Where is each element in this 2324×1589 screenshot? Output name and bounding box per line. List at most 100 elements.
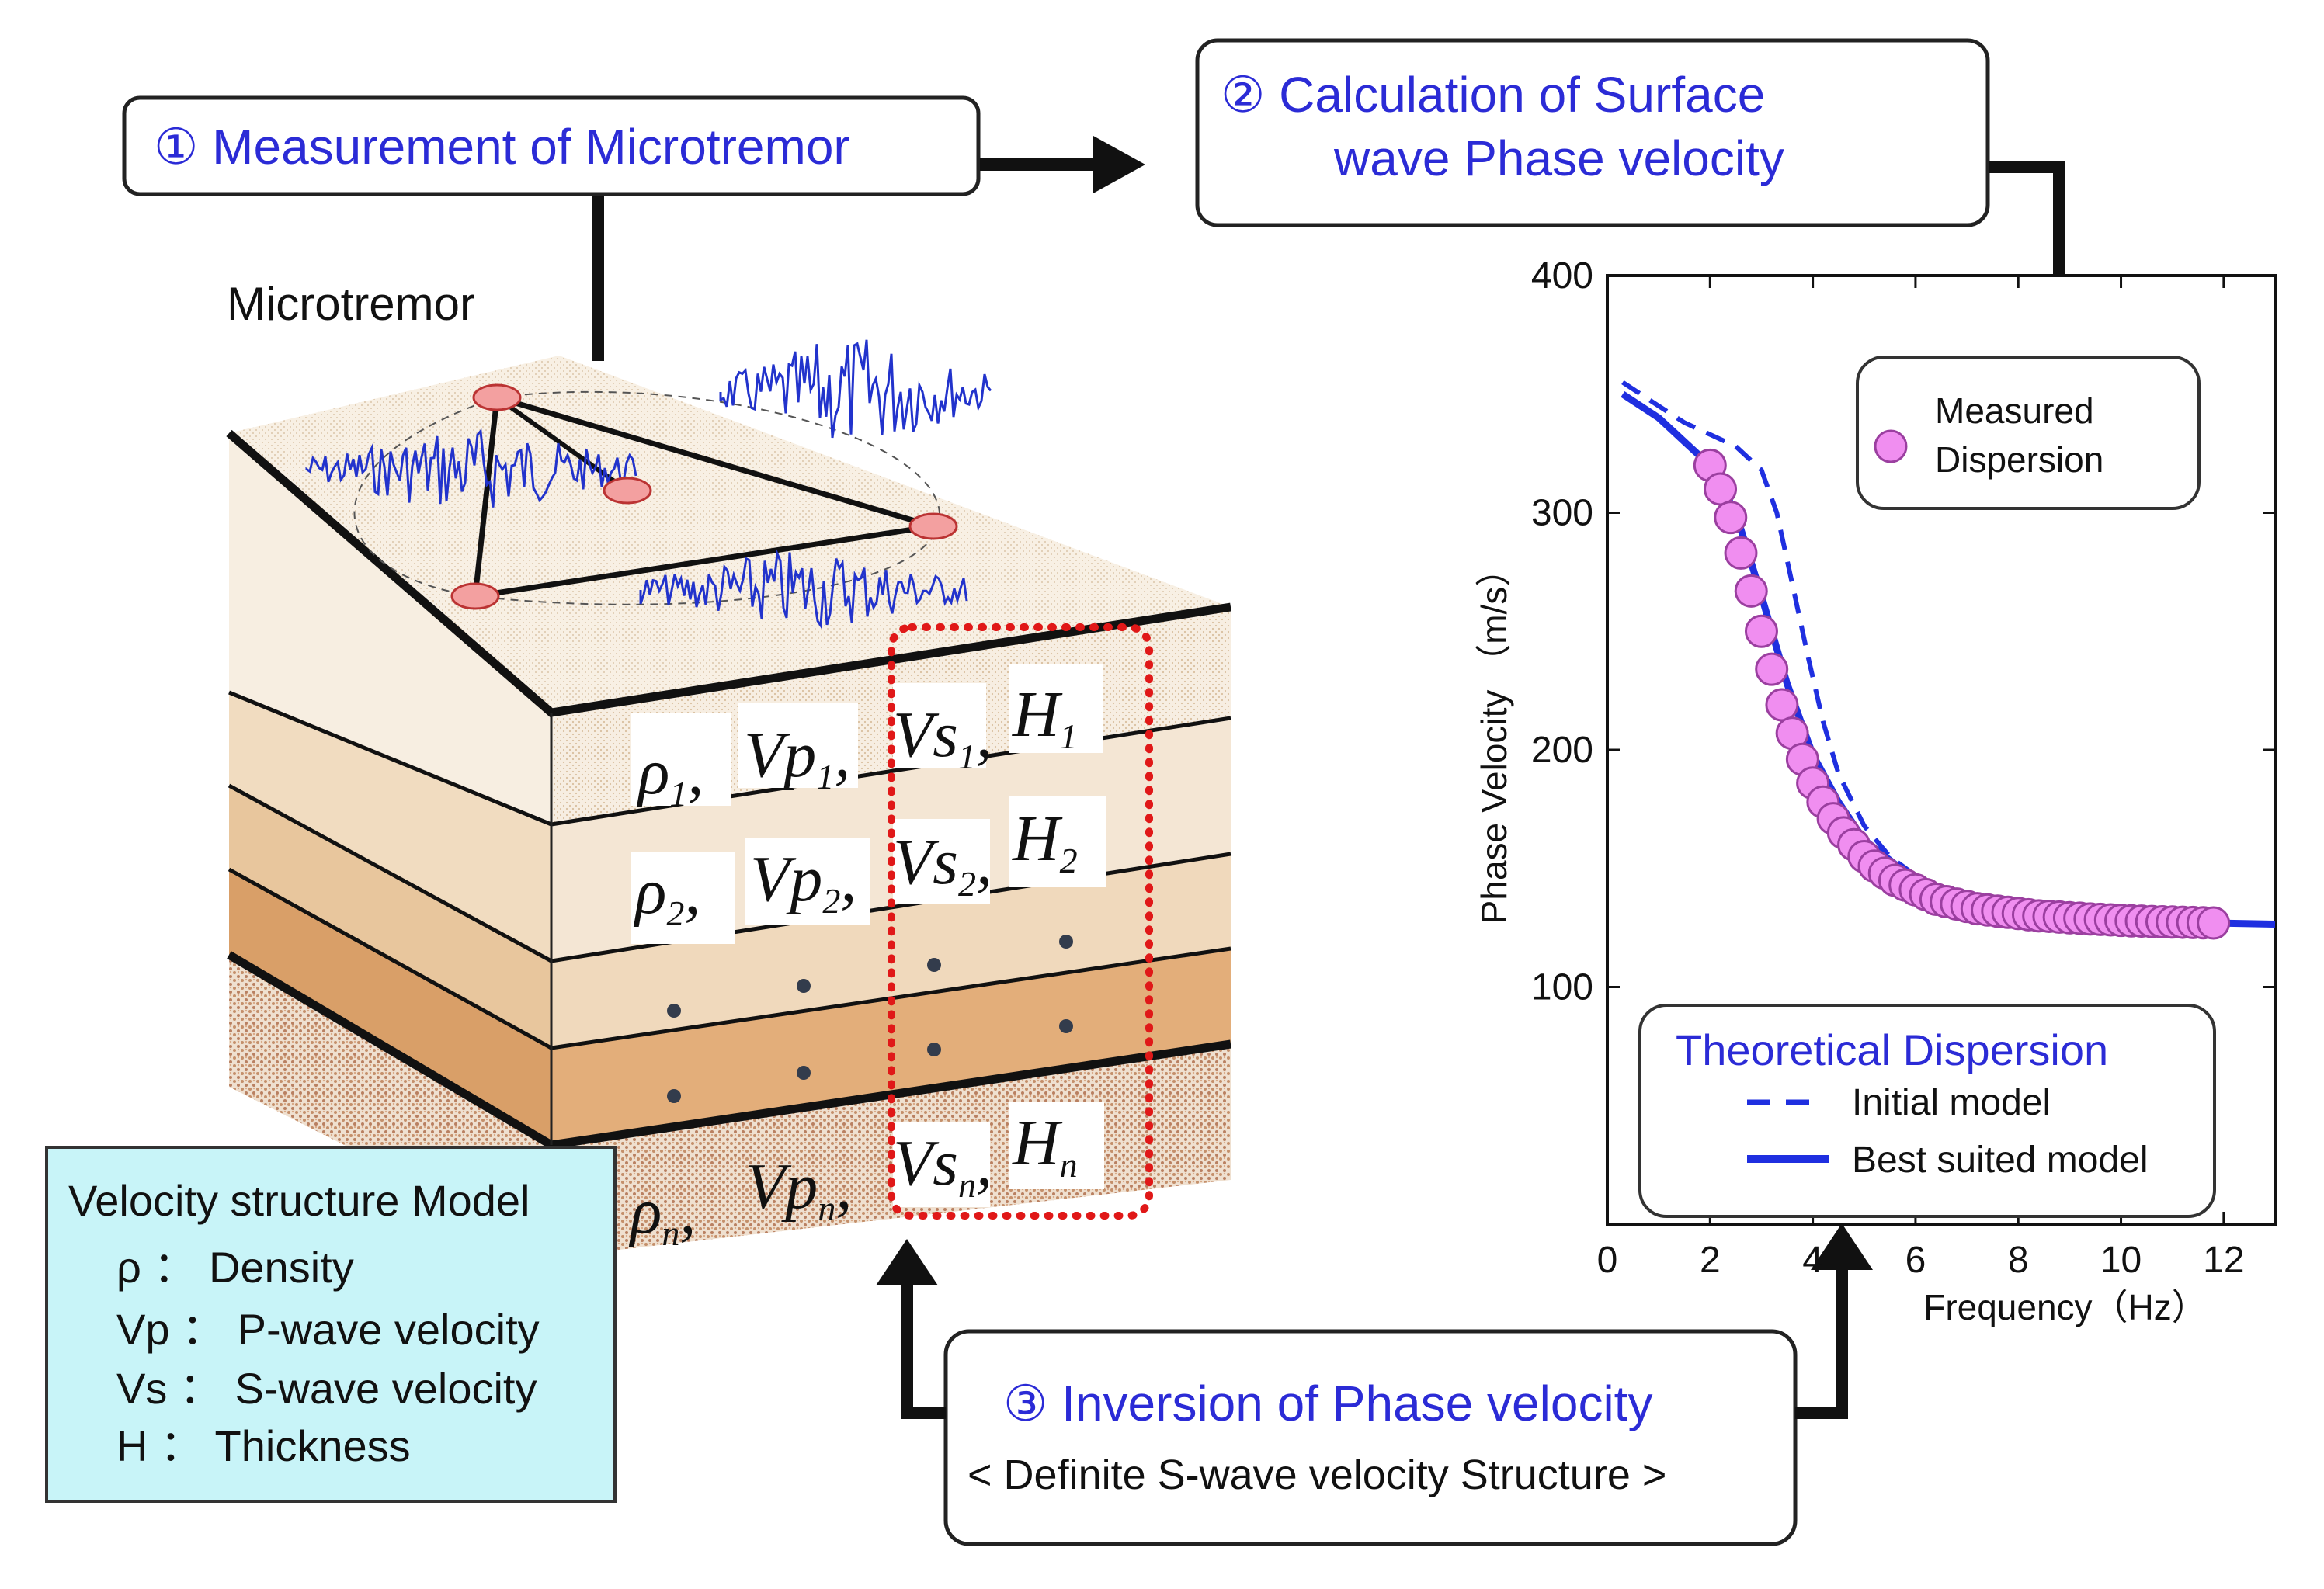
- y-tick-label: 400: [1531, 255, 1593, 297]
- arrow-2-to-chart: [1989, 161, 2065, 314]
- x-tick-label: 4: [1802, 1240, 1823, 1281]
- layer2-vs: Vs2,: [893, 826, 992, 904]
- seismogram-left: [305, 428, 637, 508]
- y-tick-label: 300: [1531, 493, 1593, 534]
- arrow-chart-to-3: [1795, 1265, 1848, 1419]
- arrow-3-to-model-head: [876, 1239, 938, 1285]
- model-item-h: H ： Thickness: [116, 1421, 411, 1470]
- layer1-left: [229, 433, 551, 824]
- measured-point: [1744, 614, 1778, 648]
- model-box: Velocity structure Model ρ ： Density Vp …: [45, 1146, 617, 1503]
- model-item-vs: Vs ： S-wave velocity: [116, 1364, 537, 1413]
- legend-measured-box: [1856, 356, 2201, 510]
- layern-h: Hn: [1012, 1107, 1078, 1185]
- legend-measured-line2: Dispersion: [1935, 439, 2103, 480]
- x-tick-label: 10: [2100, 1240, 2142, 1281]
- layer1-vs: Vs1,: [893, 699, 992, 776]
- layern-vp: Vpn,: [745, 1150, 852, 1228]
- step3-box: [943, 1329, 1798, 1546]
- sensor-array: [305, 339, 992, 630]
- ellipsis-dot: [667, 1004, 681, 1018]
- arrow-3-to-model: [901, 1281, 946, 1419]
- ellipsis-dot: [927, 1043, 941, 1056]
- ellipsis-dot: [667, 1089, 681, 1103]
- measured-point: [1704, 472, 1738, 506]
- x-tick-label: 0: [1597, 1240, 1618, 1281]
- layer2-left: [229, 692, 551, 961]
- ellipsis-dot: [1059, 1019, 1073, 1033]
- sensor-station: [908, 512, 958, 540]
- model-item-density: ρ ： Density: [116, 1243, 354, 1292]
- layer3-right: [551, 854, 1231, 1048]
- layer3-left: [229, 786, 551, 1048]
- measured-point: [1724, 536, 1758, 570]
- sensor-station: [450, 582, 500, 610]
- layern-rho: ρn,: [628, 1175, 696, 1253]
- chart-x-label: Frequency（Hz）: [1923, 1287, 2208, 1327]
- x-tick-label: 2: [1700, 1240, 1721, 1281]
- arrow-1-to-2-head: [1093, 136, 1145, 193]
- step1-label: ① Measurement of Microtremor: [154, 119, 850, 175]
- layern-vs: Vsn,: [893, 1127, 992, 1205]
- layer1-params: ρ1, Vp1, Vs1, H1: [631, 664, 1103, 814]
- measured-point: [1755, 652, 1789, 686]
- param-bg: [1009, 1102, 1104, 1189]
- ground-top-surface: [229, 356, 1231, 713]
- model-box-bg: [45, 1146, 617, 1503]
- sensor-station: [472, 383, 522, 411]
- legend-measured-line1: Measured: [1935, 390, 2094, 431]
- sensor-station: [603, 477, 652, 505]
- x-tick-label: 12: [2203, 1240, 2244, 1281]
- model-item-vp: Vp ： P-wave velocity: [116, 1305, 540, 1354]
- param-bg: [1009, 664, 1103, 753]
- step3-line2: < Definite S-wave velocity Structure >: [967, 1452, 1666, 1498]
- step1-box: [122, 95, 981, 196]
- legend-theoretical-title: Theoretical Dispersion: [1676, 1025, 2108, 1074]
- initial-model-line: [1621, 380, 2224, 925]
- ellipsis-dot: [797, 1066, 811, 1080]
- layer2-vp: Vp2,: [750, 843, 856, 921]
- legend-initial-label: Initial model: [1852, 1082, 2051, 1123]
- microtremor-label: Microtremor: [227, 278, 475, 330]
- model-box-title: Velocity structure Model: [68, 1176, 530, 1225]
- legend-best-label: Best suited model: [1852, 1140, 2149, 1181]
- measured-point: [1714, 501, 1748, 535]
- step2-line2: wave Phase velocity: [1333, 130, 1784, 186]
- param-bg: [893, 819, 990, 904]
- x-tick-label: 8: [2008, 1240, 2029, 1281]
- ellipsis-dot: [1059, 935, 1073, 949]
- x-tick-label: 6: [1905, 1240, 1926, 1281]
- layer1-h: H1: [1012, 678, 1078, 756]
- measured-point: [1765, 688, 1799, 722]
- step3-line1: ③ Inversion of Phase velocity: [1003, 1376, 1652, 1431]
- param-bg: [738, 703, 858, 788]
- step2-line1: ② Calculation of Surface: [1221, 67, 1765, 123]
- layern-params: ρn, Vpn, Vsn, Hn: [628, 1102, 1104, 1253]
- param-bg: [1009, 796, 1106, 887]
- legend-theoretical-box: [1638, 1004, 2216, 1218]
- param-bg: [893, 683, 986, 768]
- vs-h-highlight-frame: [888, 623, 1153, 1220]
- y-tick-label: 100: [1531, 967, 1593, 1008]
- layer1-rho: ρ1,: [636, 736, 703, 814]
- layer2-params: ρ2, Vp2, Vs2, H2: [631, 796, 1106, 944]
- layer2-h: H2: [1012, 803, 1078, 880]
- layer4-left: [229, 869, 551, 1145]
- seismogram-right: [719, 339, 992, 439]
- step2-box: [1195, 38, 1990, 227]
- ellipsis-dot: [797, 979, 811, 993]
- layer1-vp: Vp1,: [744, 719, 850, 796]
- param-bg: [631, 713, 731, 806]
- chart-y-label: Phase Velocity （m/s）: [1474, 551, 1514, 925]
- param-bg: [631, 852, 735, 944]
- array-triangle: [472, 394, 934, 600]
- arrow-chart-to-3-head: [1811, 1223, 1873, 1270]
- measured-point: [1734, 574, 1768, 608]
- legend-measured-marker: [1874, 429, 1908, 463]
- layer2-rho: ρ2,: [633, 855, 700, 933]
- seismogram-lower: [639, 549, 968, 630]
- measured-point: [2197, 906, 2231, 940]
